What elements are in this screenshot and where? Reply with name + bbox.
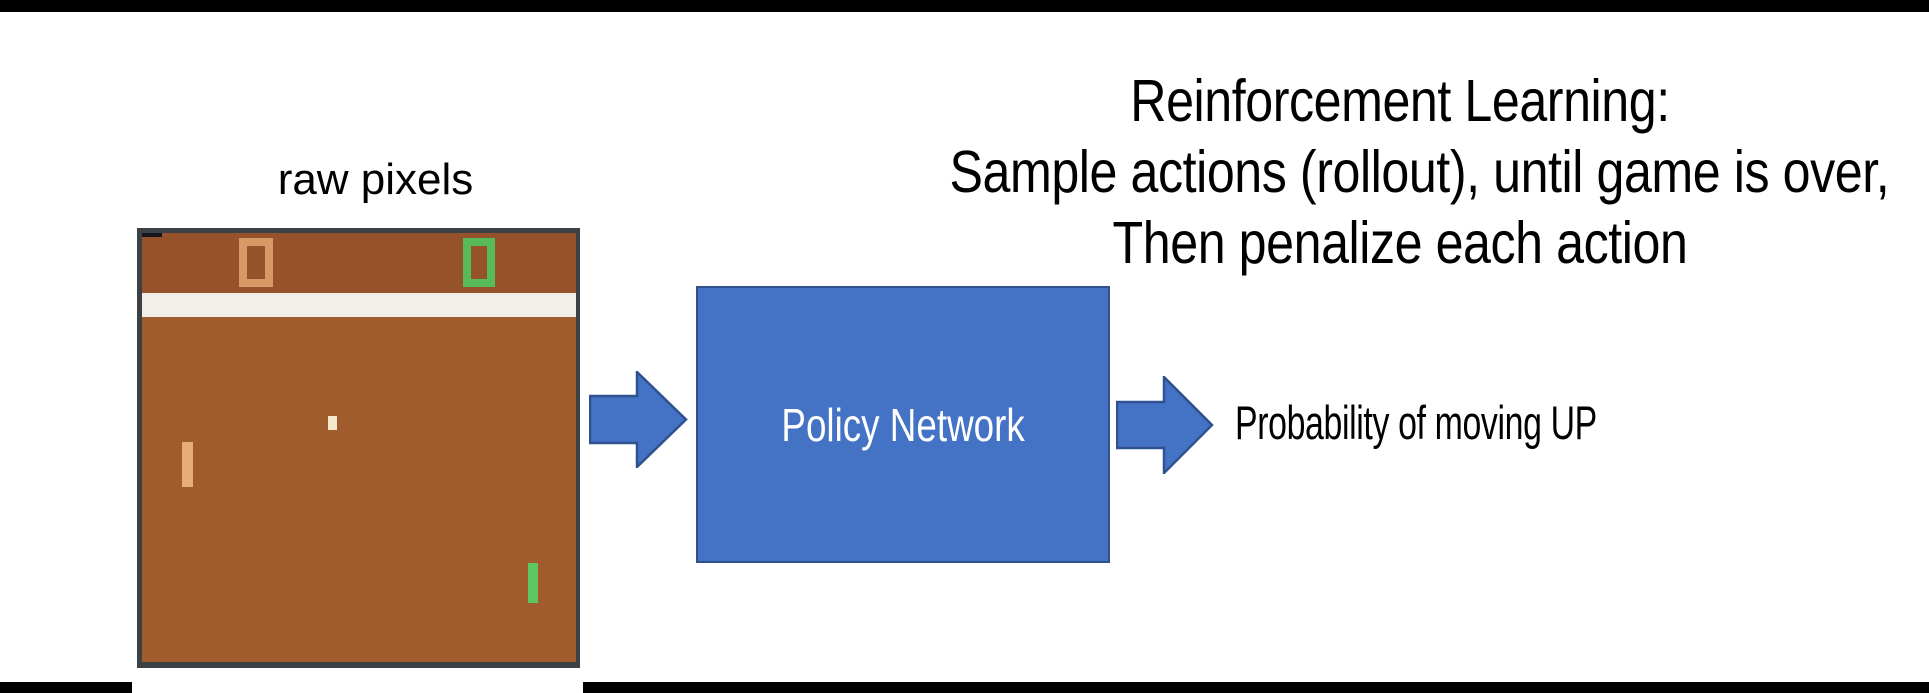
raw-pixels-label: raw pixels xyxy=(277,155,474,204)
right-player-score: 0 xyxy=(463,238,495,287)
headline-line-2: Sample actions (rollout), until game is … xyxy=(949,139,1890,205)
right-paddle xyxy=(528,563,538,603)
top-letterbox-bar xyxy=(0,0,1929,12)
arrow-right-icon xyxy=(1116,376,1214,474)
score-area-strip xyxy=(142,233,576,293)
left-paddle xyxy=(182,442,193,487)
headline: Reinforcement Learning: Sample actions (… xyxy=(949,66,1890,279)
corner-notch xyxy=(142,233,162,237)
arrow-right-icon xyxy=(589,371,688,468)
top-wall-band xyxy=(142,293,576,317)
bottom-letterbox-bar xyxy=(0,682,1929,693)
left-player-score: 0 xyxy=(239,238,273,287)
policy-network-label: Policy Network xyxy=(781,398,1025,451)
output-probability-label: Probability of moving UP xyxy=(1235,396,1597,449)
pong-game-screenshot: 0 0 xyxy=(132,228,583,693)
headline-line-1: Reinforcement Learning: xyxy=(1130,68,1670,134)
game-field: 0 0 xyxy=(142,233,576,662)
headline-line-3: Then penalize each action xyxy=(1112,210,1688,276)
ball xyxy=(328,416,337,430)
game-frame: 0 0 xyxy=(137,228,580,668)
policy-network-box: Policy Network xyxy=(696,286,1110,563)
